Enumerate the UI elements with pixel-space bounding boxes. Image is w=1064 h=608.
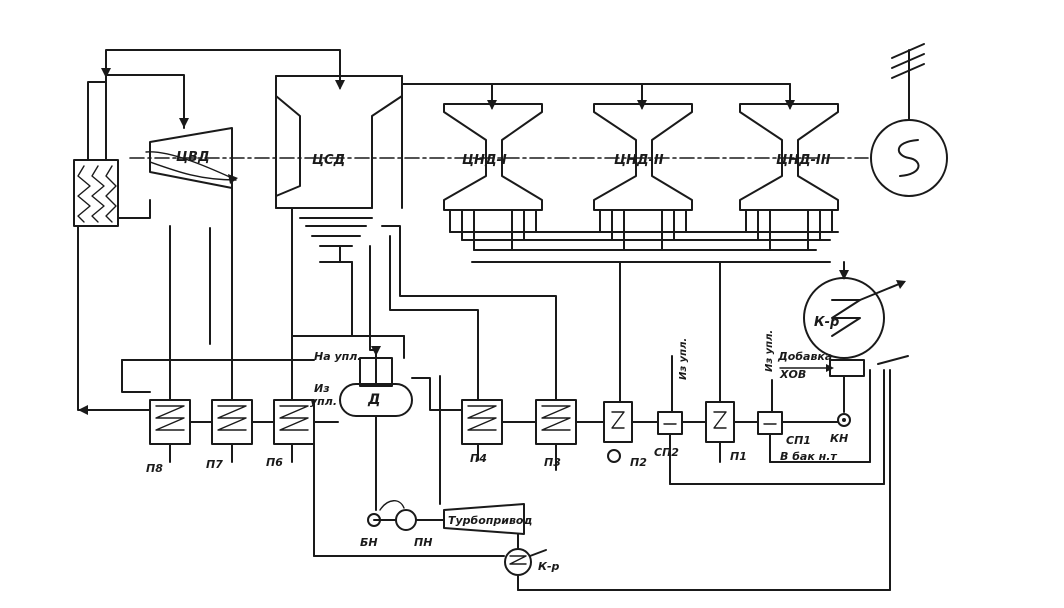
crossover-pipe xyxy=(401,83,795,110)
lp-cylinder-2-label: ЦНД-II xyxy=(614,153,664,168)
heater-p7 xyxy=(211,399,253,445)
heater-p2 xyxy=(603,401,633,463)
condensate-pump xyxy=(837,375,851,427)
lp-extraction-manifolds xyxy=(449,209,839,263)
heater-p6-label: П6 xyxy=(266,456,283,469)
steam-generator xyxy=(73,159,119,227)
heater-p2-label: П2 xyxy=(630,456,647,469)
turbo-drive xyxy=(439,375,525,549)
makeup-label-line2: ХОВ xyxy=(779,368,806,381)
heater-p4 xyxy=(461,399,503,445)
main-condenser xyxy=(803,261,909,377)
deaerator-label: Д xyxy=(367,392,380,408)
from-seals-right-label: Из упл. xyxy=(764,330,775,372)
hp-heater-piping xyxy=(121,187,505,557)
aux-condenser xyxy=(504,369,891,591)
cooler-sp2-label: СП2 xyxy=(654,446,679,459)
condensate-pump-label: КН xyxy=(830,432,848,445)
lp-cylinder-2 xyxy=(593,103,693,211)
cooler-sp1 xyxy=(757,411,783,435)
feed-pump xyxy=(379,500,445,531)
booster-pump-label: БН xyxy=(360,536,378,549)
cooler-sp2 xyxy=(657,411,683,435)
heater-p8 xyxy=(149,399,191,445)
feed-pump-label: ПН xyxy=(414,536,432,549)
lp-cylinder-1 xyxy=(443,103,543,211)
heater-p1-label: П1 xyxy=(730,450,747,463)
hp-cylinder-label: ЦВД xyxy=(176,150,210,165)
ip-cylinder xyxy=(275,75,403,247)
heater-p3 xyxy=(535,399,577,445)
from-seals-left-line2: упл. xyxy=(310,395,337,408)
heater-p3-label: П3 xyxy=(544,456,561,469)
cooler-sp1-label: СП1 xyxy=(786,434,811,447)
main-steam-lines xyxy=(77,49,345,415)
deaerator xyxy=(339,346,413,511)
heater-p1 xyxy=(705,401,735,443)
lp-cylinder-1-label: ЦНД-I xyxy=(462,153,507,168)
heater-p8-label: П8 xyxy=(146,462,163,475)
from-seals-mid-label: Из упл. xyxy=(678,338,689,380)
aux-condenser-label: К-р xyxy=(538,560,560,573)
lp-heater-piping xyxy=(411,261,885,485)
lp-cylinder-3-label: ЦНД-III xyxy=(776,153,831,168)
to-tank-label: В бак н.т xyxy=(780,450,837,463)
heater-p7-label: П7 xyxy=(206,458,223,471)
to-seals-label: На упл. xyxy=(314,350,361,363)
ip-cylinder-label: ЦСД xyxy=(312,153,345,168)
generator xyxy=(870,43,948,197)
makeup-label-line1: Добавка xyxy=(777,350,832,363)
main-condenser-label: К-р xyxy=(814,315,839,330)
turbo-drive-label: Турбопривод xyxy=(448,514,532,527)
booster-pump xyxy=(367,513,397,527)
heater-p6 xyxy=(273,399,315,445)
lp-cylinder-3 xyxy=(739,103,839,211)
ip-extraction-lines xyxy=(291,207,557,401)
from-seals-left-line1: Из xyxy=(314,382,330,395)
